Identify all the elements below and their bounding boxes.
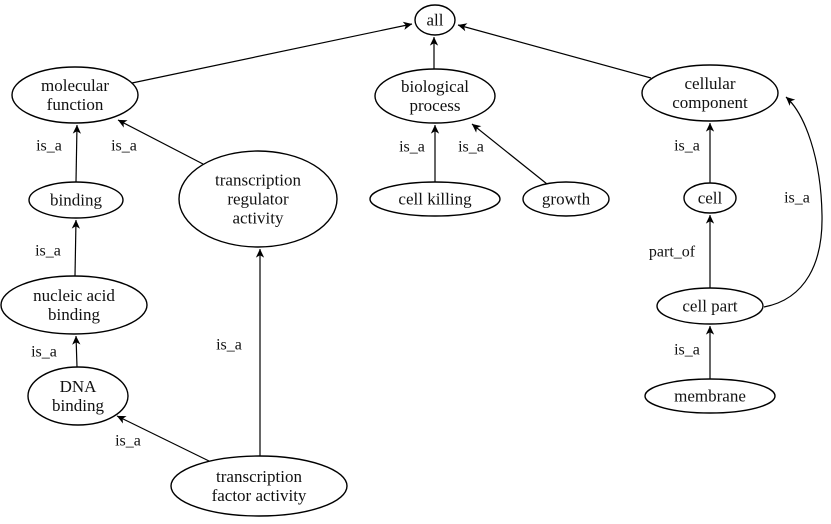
- node-label-line: binding: [52, 396, 104, 415]
- edge-label-dna-binding-to-nucleic-acid-binding: is_a: [31, 344, 57, 361]
- edge-nucleic-acid-binding-to-binding: [71, 219, 80, 277]
- node-ellipse-cell: [683, 182, 737, 214]
- node-ellipse-transcription-regulator-activity: [178, 150, 338, 248]
- node-label-binding: binding: [50, 191, 102, 210]
- node-ellipse-nucleic-acid-binding: [0, 275, 148, 335]
- edge-cell-part-to-cellular-component: [763, 96, 823, 308]
- node-all: all: [414, 4, 456, 36]
- node-ellipse-all: [414, 4, 456, 36]
- node-label-line: factor activity: [212, 486, 307, 505]
- node-label-line: component: [672, 93, 748, 112]
- node-ellipse-cellular-component: [641, 64, 779, 122]
- edge-transcription-regulator-activity-to-molecular-function: [117, 119, 204, 165]
- edge-label-cell-part-to-cellular-component: is_a: [784, 190, 810, 207]
- node-binding: binding: [28, 181, 124, 219]
- node-label-line: membrane: [674, 387, 746, 406]
- node-label-line: growth: [542, 190, 591, 209]
- node-label-line: cell killing: [398, 190, 472, 209]
- edge-label-transcription-factor-activity-to-transcription-regulator-activity: is_a: [216, 337, 242, 354]
- node-growth: growth: [522, 181, 610, 217]
- edge-label-nucleic-acid-binding-to-binding: is_a: [35, 243, 61, 260]
- node-ellipse-transcription-factor-activity: [170, 455, 348, 517]
- node-label-line: cellular: [685, 74, 736, 93]
- edge-cellular-component-to-all: [457, 23, 652, 79]
- node-label-line: regulator: [227, 190, 289, 209]
- node-ellipse-biological-process: [374, 68, 496, 124]
- node-label-cell-killing: cell killing: [398, 190, 472, 209]
- edge-dna-binding-to-nucleic-acid-binding: [72, 335, 81, 368]
- node-ellipse-cell-killing: [369, 181, 501, 217]
- node-label-line: process: [410, 96, 461, 115]
- edges-layer: [71, 21, 823, 462]
- edge-transcription-factor-activity-to-dna-binding: [116, 415, 210, 462]
- edge-label-binding-to-molecular-function: is_a: [36, 138, 62, 155]
- node-label-line: transcription: [215, 171, 301, 190]
- node-label-line: all: [427, 11, 444, 30]
- node-label-line: activity: [233, 209, 284, 228]
- edge-binding-to-molecular-function: [72, 124, 81, 183]
- edge-label-cell-part-to-cell: part_of: [649, 244, 696, 261]
- node-ellipse-dna-binding: [27, 366, 129, 426]
- node-ellipse-growth: [522, 181, 610, 217]
- node-label-cell-part: cell part: [682, 297, 737, 316]
- node-label-membrane: membrane: [674, 387, 746, 406]
- edge-growth-to-biological-process: [471, 123, 548, 185]
- node-ellipse-membrane: [644, 378, 776, 414]
- node-label-line: cell part: [682, 297, 737, 316]
- node-ellipse-binding: [28, 181, 124, 219]
- node-label-line: molecular: [41, 76, 109, 95]
- node-label-line: cell: [698, 189, 723, 208]
- edge-label-membrane-to-cell-part: is_a: [674, 342, 700, 359]
- edge-label-transcription-regulator-activity-to-molecular-function: is_a: [111, 138, 137, 155]
- edge-label-cell-to-cellular-component: is_a: [674, 138, 700, 155]
- edge-label-cell-killing-to-biological-process: is_a: [399, 139, 425, 156]
- node-label-line: transcription: [216, 467, 302, 486]
- node-cell-part: cell part: [656, 287, 764, 325]
- node-label-growth: growth: [542, 190, 591, 209]
- node-ellipse-molecular-function: [11, 66, 139, 124]
- node-label-all: all: [427, 11, 444, 30]
- node-membrane: membrane: [644, 378, 776, 414]
- node-cell-killing: cell killing: [369, 181, 501, 217]
- edge-molecular-function-to-all: [131, 21, 413, 84]
- node-cell: cell: [683, 182, 737, 214]
- node-label-line: biological: [401, 77, 469, 96]
- node-label-line: binding: [50, 191, 102, 210]
- node-label-line: nucleic acid: [33, 286, 115, 305]
- node-label-line: function: [47, 95, 104, 114]
- node-label-line: binding: [48, 305, 100, 324]
- node-ellipse-cell-part: [656, 287, 764, 325]
- edge-label-growth-to-biological-process: is_a: [458, 139, 484, 156]
- edge-label-transcription-factor-activity-to-dna-binding: is_a: [115, 433, 141, 450]
- node-label-cell: cell: [698, 189, 723, 208]
- node-label-line: DNA: [60, 377, 98, 396]
